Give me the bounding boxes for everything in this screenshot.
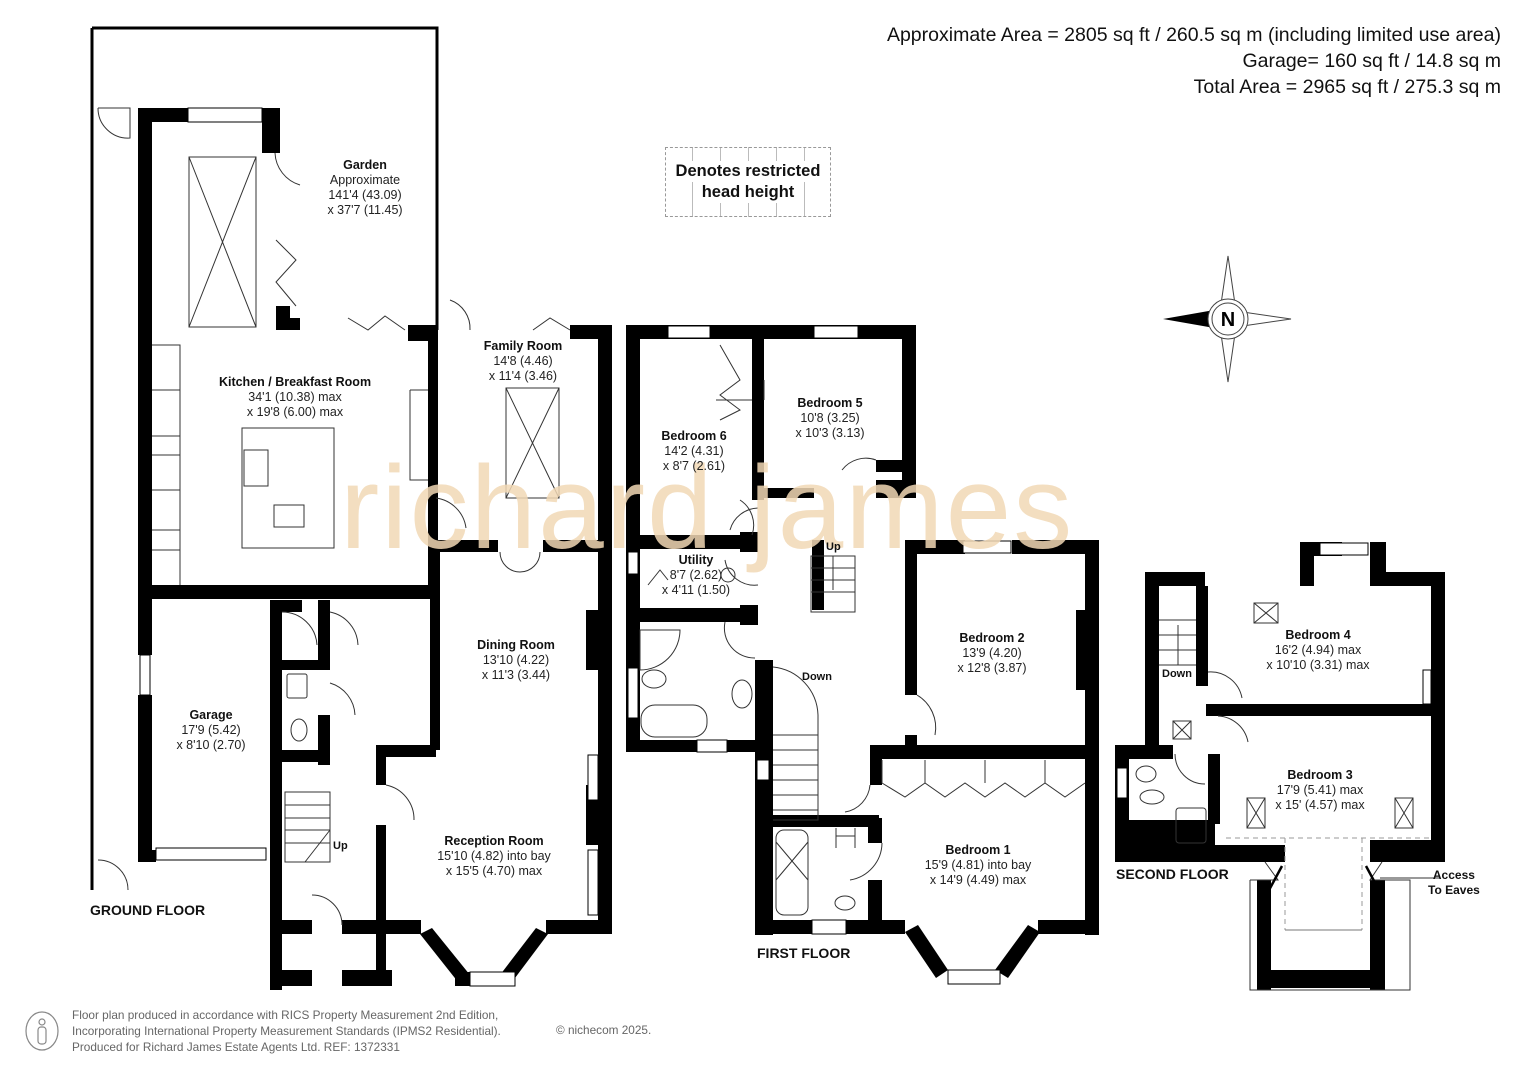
first-stairs-up-label: Up [826, 541, 841, 553]
first-floor-title: FIRST FLOOR [757, 945, 851, 961]
second-floor-title: SECOND FLOOR [1116, 866, 1229, 882]
first-floor-fixtures [639, 344, 1086, 916]
area-summary: Approximate Area = 2805 sq ft / 260.5 sq… [887, 22, 1501, 100]
ground-floor-title: GROUND FLOOR [90, 902, 206, 918]
kitchen-units [152, 344, 428, 585]
room-label-garage: Garage 17'9 (5.42) x 8'10 (2.70) [176, 708, 246, 752]
legend-line-2: head height [700, 182, 796, 203]
room-label-dining-room: Dining Room 13'10 (4.22) x 11'3 (3.44) [477, 638, 555, 682]
room-label-bedroom-2: Bedroom 2 13'9 (4.20) x 12'8 (3.87) [957, 631, 1027, 675]
second-stairs-down-label: Down [1162, 668, 1192, 680]
room-label-bedroom-5: Bedroom 5 10'8 (3.25) x 10'3 (3.13) [795, 396, 865, 440]
footer-line-3: Produced for Richard James Estate Agents… [72, 1040, 400, 1054]
ground-floor-walls [90, 26, 612, 990]
room-label-reception-room: Reception Room 15'10 (4.82) into bay x 1… [437, 834, 551, 878]
room-label-bedroom-6: Bedroom 6 14'2 (4.31) x 8'7 (2.61) [661, 429, 727, 473]
room-label-bedroom-3: Bedroom 3 17'9 (5.41) max x 15' (4.57) m… [1275, 768, 1365, 812]
room-label-bedroom-1: Bedroom 1 15'9 (4.81) into bay x 14'9 (4… [924, 843, 1032, 887]
footer-line-1: Floor plan produced in accordance with R… [72, 1008, 499, 1022]
room-label-family-room: Family Room 14'8 (4.46) x 11'4 (3.46) [483, 339, 563, 383]
room-label-garden: Garden Approximate 141'4 (43.09) x 37'7 … [327, 158, 403, 217]
room-label-bedroom-4: Bedroom 4 16'2 (4.94) max x 10'10 (3.31)… [1266, 628, 1370, 672]
total-area: Total Area = 2965 sq ft / 275.3 sq m [1193, 76, 1501, 98]
room-label-kitchen: Kitchen / Breakfast Room 34'1 (10.38) ma… [218, 375, 372, 419]
room-label-utility: Utility 8'7 (2.62) x 4'11 (1.50) [661, 553, 731, 597]
skylights [188, 156, 1414, 829]
ground-stairs [284, 791, 331, 863]
access-to-eaves-label: Access To Eaves [1428, 868, 1480, 897]
garage-area: Garage= 160 sq ft / 14.8 sq m [1242, 50, 1501, 72]
footer-line-2: Incorporating International Property Mea… [72, 1024, 501, 1038]
ground-stairs-up-label: Up [333, 840, 348, 852]
footer-disclaimer: Floor plan produced in accordance with R… [72, 1007, 501, 1055]
person-icon [25, 1011, 59, 1051]
door-swings [97, 107, 571, 926]
second-floor-walls [1115, 542, 1445, 990]
legend-line-1: Denotes restricted [674, 161, 822, 182]
second-floor-fixtures [1135, 619, 1440, 991]
first-stairs-down-label: Down [802, 671, 832, 683]
approximate-area: Approximate Area = 2805 sq ft / 260.5 sq… [886, 24, 1501, 46]
compass-icon: N [1163, 255, 1292, 383]
ground-floor-windows [139, 107, 599, 987]
second-floor-windows [1116, 542, 1432, 799]
copyright: © nichecom 2025. [556, 1023, 652, 1037]
restricted-height-legend: Denotes restricted head height [665, 147, 831, 217]
first-floor-windows [627, 325, 1012, 985]
svg-text:N: N [1221, 309, 1235, 331]
ground-wc-fixtures [286, 673, 308, 742]
